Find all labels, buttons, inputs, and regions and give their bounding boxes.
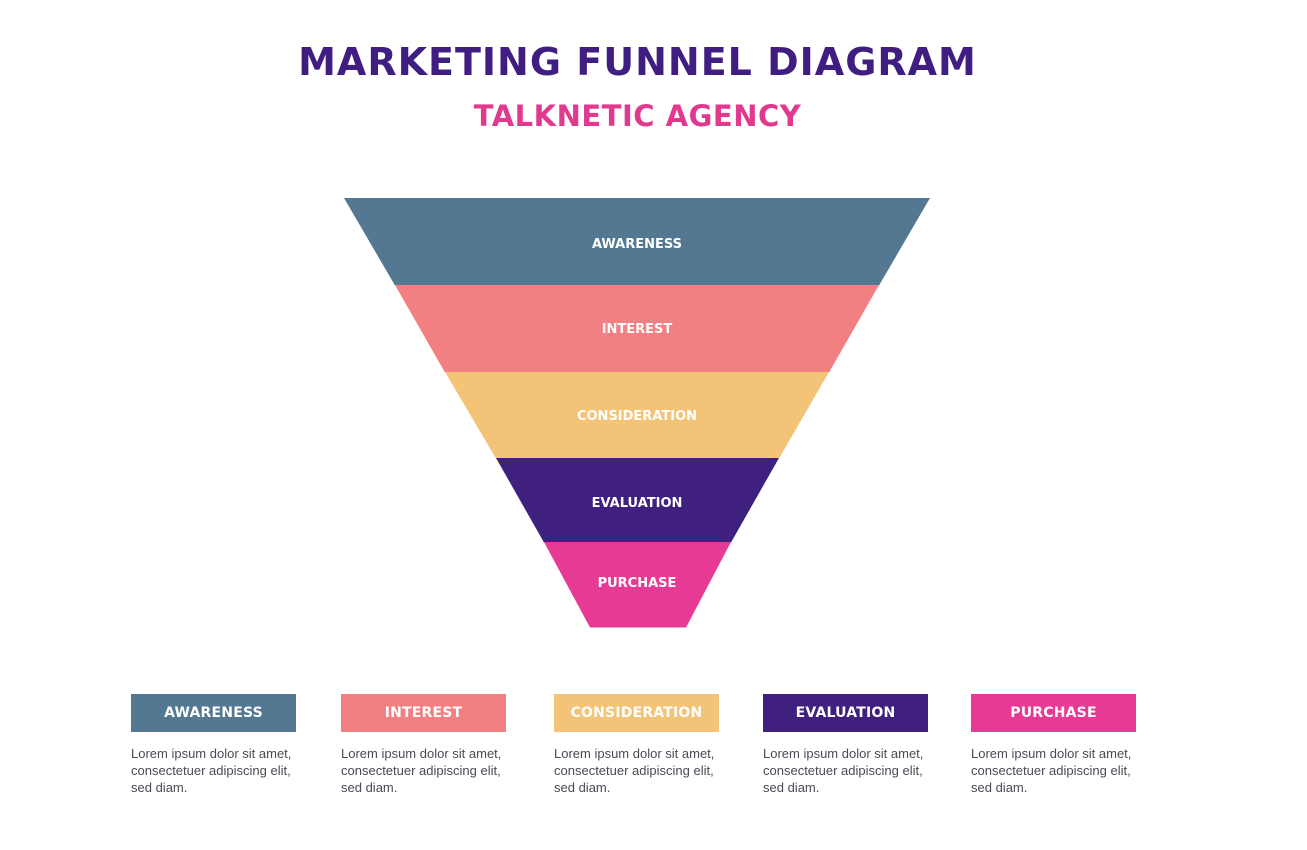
funnel-layer-purchase bbox=[544, 542, 731, 628]
legend-badge-interest: INTEREST bbox=[341, 694, 506, 732]
legend-badge-purchase: PURCHASE bbox=[971, 694, 1136, 732]
funnel-label-purchase: PURCHASE bbox=[598, 576, 677, 591]
funnel-label-awareness: AWARENESS bbox=[592, 237, 682, 252]
funnel-label-consideration: CONSIDERATION bbox=[577, 409, 697, 424]
legend-badge-consideration: CONSIDERATION bbox=[554, 694, 719, 732]
legend-description-interest: Lorem ipsum dolor sit amet, consectetuer… bbox=[341, 746, 502, 795]
legend-description-consideration: Lorem ipsum dolor sit amet, consectetuer… bbox=[554, 746, 715, 795]
legend-item-evaluation: EVALUATION Lorem ipsum dolor sit amet, c… bbox=[763, 694, 931, 796]
legend-item-awareness: AWARENESS Lorem ipsum dolor sit amet, co… bbox=[131, 694, 299, 796]
legend-description-awareness: Lorem ipsum dolor sit amet, consectetuer… bbox=[131, 746, 292, 795]
funnel-layer-interest bbox=[395, 285, 879, 373]
legend-description-evaluation: Lorem ipsum dolor sit amet, consectetuer… bbox=[763, 746, 924, 795]
funnel-layer-awareness bbox=[344, 198, 930, 286]
funnel-label-interest: INTEREST bbox=[602, 322, 673, 337]
page-title: MARKETING FUNNEL DIAGRAM bbox=[298, 40, 977, 84]
legend-item-interest: INTEREST Lorem ipsum dolor sit amet, con… bbox=[341, 694, 509, 796]
legend-badge-evaluation: EVALUATION bbox=[763, 694, 928, 732]
funnel-layer-evaluation bbox=[496, 458, 779, 543]
funnel-layer-consideration bbox=[445, 372, 829, 459]
legend-item-consideration: CONSIDERATION Lorem ipsum dolor sit amet… bbox=[554, 694, 722, 796]
page-subtitle: TALKNETIC AGENCY bbox=[473, 99, 802, 133]
funnel-label-evaluation: EVALUATION bbox=[592, 496, 683, 511]
legend-item-purchase: PURCHASE Lorem ipsum dolor sit amet, con… bbox=[971, 694, 1139, 796]
legend-badge-awareness: AWARENESS bbox=[131, 694, 296, 732]
legend-description-purchase: Lorem ipsum dolor sit amet, consectetuer… bbox=[971, 746, 1132, 795]
